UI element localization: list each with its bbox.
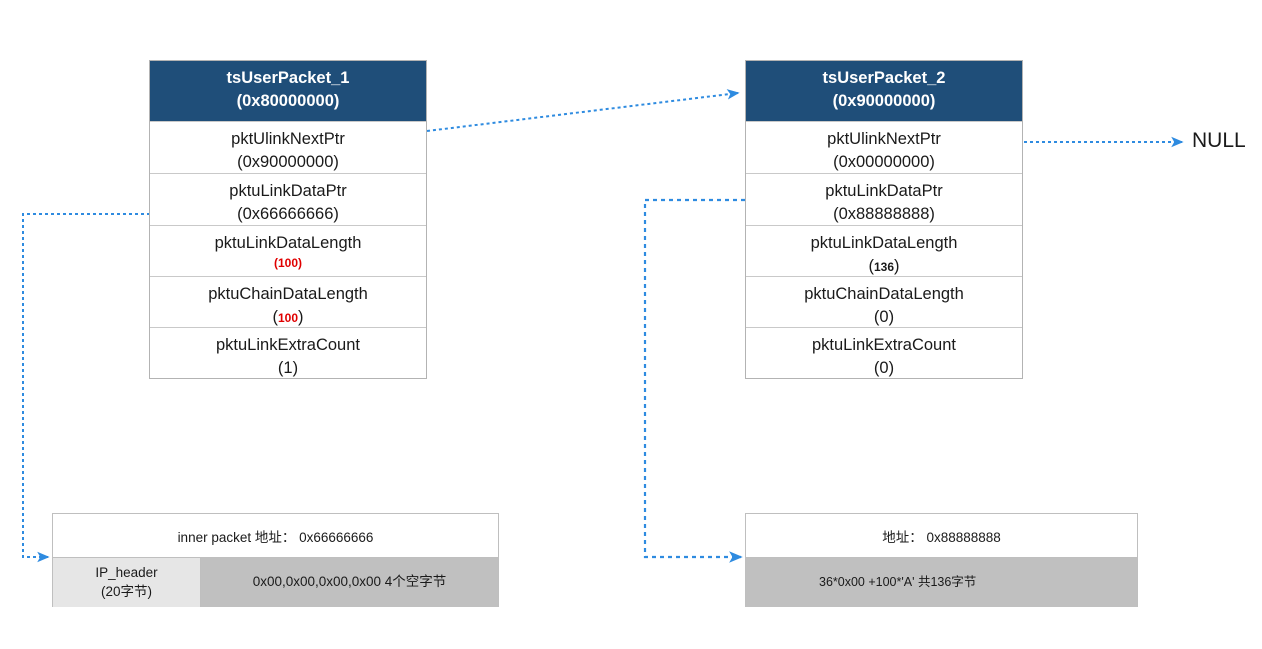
field-value: (1) [277, 359, 299, 378]
struct-row-pktuLinkDataPtr: pktuLinkDataPtr (0x88888888) [746, 172, 1022, 225]
field-value: (0x66666666) [237, 205, 339, 224]
struct-row-pktuLinkDataLength: pktuLinkDataLength (100) [150, 224, 426, 276]
struct-row-pktuChainDataLength: pktuChainDataLength (0) [746, 275, 1022, 327]
field-name: pktuLinkDataPtr [229, 181, 347, 200]
struct-row-pktUlinkNextPtr: pktUlinkNextPtr (0x00000000) [746, 120, 1022, 173]
memory-block-data-buffer: 地址： 0x88888888 36*0x00 +100*'A' 共136字节 [745, 513, 1138, 607]
field-name: pktuChainDataLength [208, 284, 368, 303]
memory-cell-padding-bytes: 0x00,0x00,0x00,0x00 4个空字节 [201, 558, 498, 607]
memory-cell-label: 0x00,0x00,0x00,0x00 4个空字节 [252, 574, 447, 590]
field-name: pktuLinkExtraCount [812, 335, 956, 354]
memory-block-title: 地址： 0x88888888 [746, 514, 1137, 557]
struct-table-tsUserPacket_2: tsUserPacket_2 (0x90000000) pktUlinkNext… [745, 60, 1023, 379]
paren-open: ( [868, 257, 874, 276]
field-name: pktuLinkExtraCount [216, 335, 360, 354]
struct-address: (0x80000000) [236, 92, 340, 111]
field-name: pktuChainDataLength [804, 284, 964, 303]
field-value: (0) [873, 359, 895, 378]
memory-block-inner-packet: inner packet 地址： 0x66666666 IP_header (2… [52, 513, 499, 607]
struct-table-tsUserPacket_1: tsUserPacket_1 (0x80000000) pktUlinkNext… [149, 60, 427, 379]
field-value: 136 [873, 260, 895, 275]
memory-block-body: 36*0x00 +100*'A' 共136字节 [746, 557, 1137, 607]
memory-cell-label: 36*0x00 +100*'A' 共136字节 [819, 575, 977, 590]
struct-title: tsUserPacket_2 [822, 69, 946, 87]
field-value: (0x90000000) [237, 153, 339, 172]
memory-cell-label-line2: (20字节) [100, 583, 152, 599]
field-value-group: (100) [152, 306, 424, 329]
memory-cell-label-line1: IP_header [95, 565, 158, 581]
wire-packet1-to-packet2 [426, 89, 740, 132]
field-name: pktuLinkDataLength [214, 233, 362, 252]
wire-packet1-dataptr-to-buffer [22, 213, 150, 563]
wire-packet2-dataptr-to-buffer [643, 198, 745, 563]
paren-open: ( [272, 308, 278, 327]
memory-block-title: inner packet 地址： 0x66666666 [53, 514, 498, 557]
paren-close: ) [894, 257, 900, 276]
struct-row-pktuLinkDataLength: pktuLinkDataLength (136) [746, 224, 1022, 278]
field-name: pktuLinkDataLength [810, 233, 958, 252]
field-name: pktUlinkNextPtr [231, 129, 345, 148]
field-name: pktUlinkNextPtr [827, 129, 941, 148]
memory-cell-ip-header: IP_header (20字节) [53, 558, 201, 607]
field-value: (0) [873, 308, 895, 327]
struct-row-pktuLinkDataPtr: pktuLinkDataPtr (0x66666666) [150, 172, 426, 225]
struct-row-pktuChainDataLength: pktuChainDataLength (100) [150, 275, 426, 329]
field-value-group: (136) [748, 255, 1020, 278]
struct-title: tsUserPacket_1 [226, 69, 350, 87]
struct-address: (0x90000000) [832, 92, 936, 111]
memory-cell-label: IP_header (20字节) [95, 564, 157, 600]
memory-cell-payload-bytes: 36*0x00 +100*'A' 共136字节 [746, 558, 1137, 607]
field-value: (0x00000000) [833, 153, 935, 172]
field-value: (0x88888888) [833, 205, 935, 224]
field-value-highlighted: (100) [273, 256, 302, 271]
struct-row-pktuLinkExtraCount: pktuLinkExtraCount (1) [150, 326, 426, 378]
null-pointer-label: NULL [1192, 129, 1246, 152]
struct-header-tsUserPacket_1: tsUserPacket_1 (0x80000000) [150, 61, 426, 121]
paren-close: ) [298, 308, 304, 327]
memory-block-body: IP_header (20字节) 0x00,0x00,0x00,0x00 4个空… [53, 557, 498, 607]
field-value-highlighted: 100 [277, 311, 299, 326]
field-name: pktuLinkDataPtr [825, 181, 943, 200]
struct-row-pktUlinkNextPtr: pktUlinkNextPtr (0x90000000) [150, 120, 426, 173]
struct-header-tsUserPacket_2: tsUserPacket_2 (0x90000000) [746, 61, 1022, 121]
struct-row-pktuLinkExtraCount: pktuLinkExtraCount (0) [746, 326, 1022, 378]
